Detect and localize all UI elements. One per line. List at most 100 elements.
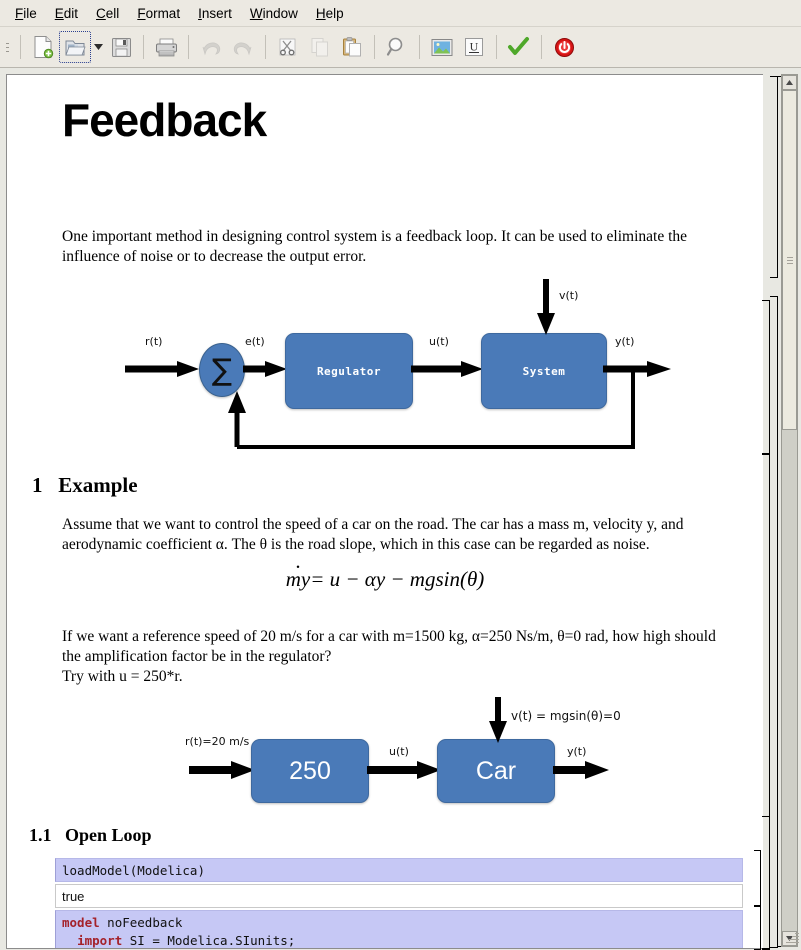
undo-button[interactable] xyxy=(195,31,227,63)
diagram1-arrow-u xyxy=(411,361,483,377)
toolbar-separator xyxy=(541,35,542,59)
copy-icon xyxy=(311,38,328,57)
scrollbar-thumb-grip xyxy=(786,256,793,264)
window-resize-grip[interactable] xyxy=(784,930,799,945)
code-token: import xyxy=(77,933,123,948)
menu-item-cell[interactable]: Cell xyxy=(96,5,120,21)
redo-button[interactable] xyxy=(227,31,259,63)
code-token xyxy=(62,933,77,948)
diagram2-block-250-label: 250 xyxy=(289,756,331,785)
menu-item-format[interactable]: Format xyxy=(137,5,181,21)
diagram1-feedback-path xyxy=(228,369,635,449)
toolbar-separator xyxy=(188,35,189,59)
page-title: Feedback xyxy=(62,94,267,146)
diagram2-arrow-v xyxy=(489,697,507,743)
diagram1-block-system-label: System xyxy=(522,364,566,378)
shutdown-button[interactable] xyxy=(548,31,580,63)
section-1-heading: 1 Example xyxy=(32,473,138,498)
cell-bracket-body[interactable] xyxy=(762,454,770,950)
diagram1-label-v: v(t) xyxy=(559,289,579,302)
diagram1-block-regulator: Regulator xyxy=(285,333,413,409)
section-1-number: 1 xyxy=(32,473,43,497)
search-icon xyxy=(386,37,403,56)
menu-item-help[interactable]: Help xyxy=(315,5,344,21)
insert-image-button[interactable] xyxy=(426,31,458,63)
diagram1-block-system: System xyxy=(481,333,607,409)
diagram1-label-u: u(t) xyxy=(429,335,449,348)
equation-lhs: my xyxy=(286,567,311,592)
svg-text:U: U xyxy=(470,40,479,54)
chevron-down-icon xyxy=(93,44,103,50)
open-loop-block-diagram: r(t)=20 m/s 250 u(t) Car xyxy=(177,693,627,811)
intro-paragraph: One important method in designing contro… xyxy=(62,228,688,265)
new-document-button[interactable] xyxy=(27,31,59,63)
diagram2-block-car-label: Car xyxy=(475,756,517,785)
section-1-paragraph2-line2: the amplification factor be in the regul… xyxy=(62,648,332,665)
print-button[interactable] xyxy=(150,31,182,63)
equation-rhs: = u − αy − mgsin(θ) xyxy=(310,567,485,591)
open-recent-dropdown-button[interactable] xyxy=(91,32,105,62)
cut-button[interactable] xyxy=(272,31,304,63)
section-1-1-heading: 1.1 Open Loop xyxy=(29,825,152,846)
diagram2-label-y: y(t) xyxy=(567,745,587,758)
paste-button[interactable] xyxy=(336,31,368,63)
underline-button[interactable]: U xyxy=(458,31,490,63)
feedback-block-diagram: r(t) ∑ e(t) Regulator xyxy=(117,275,687,465)
menu-item-edit[interactable]: Edit xyxy=(54,5,79,21)
toolbar-separator xyxy=(496,35,497,59)
cell-bracket-openloop-group[interactable] xyxy=(762,816,770,949)
toolbar-separator xyxy=(374,35,375,59)
toolbar-separator xyxy=(20,35,21,59)
diagram1-arrow-e xyxy=(243,361,287,377)
save-button[interactable] xyxy=(105,31,137,63)
toolbar-separator xyxy=(419,35,420,59)
diagram2-arrow-u xyxy=(367,761,441,779)
cut-icon xyxy=(279,38,296,56)
new-document-icon xyxy=(34,36,54,59)
scroll-up-button[interactable] xyxy=(782,75,797,90)
toolbar-separator xyxy=(265,35,266,59)
code-token: SI = Modelica.SIunits; xyxy=(122,933,296,948)
print-icon xyxy=(155,38,177,56)
toolbar-drag-handle[interactable] xyxy=(4,35,11,59)
toolbar-separator xyxy=(143,35,144,59)
diagram1-block-regulator-label: Regulator xyxy=(316,364,382,378)
diagram1-arrow-r xyxy=(125,361,199,377)
diagram2-block-250: 250 xyxy=(251,739,369,803)
diagram2-arrow-y xyxy=(553,761,609,779)
scroll-up-icon xyxy=(786,80,793,85)
evaluate-check-icon xyxy=(508,37,529,55)
underline-icon: U xyxy=(465,38,483,56)
open-folder-button[interactable] xyxy=(59,31,91,63)
menu-item-insert[interactable]: Insert xyxy=(198,5,232,21)
section-1-paragraph2-line3: Try with u = 250*r. xyxy=(62,668,183,685)
cell-bracket-title[interactable] xyxy=(770,76,778,278)
paste-icon xyxy=(343,37,361,57)
summing-junction: ∑ xyxy=(199,343,245,397)
notebook-content: Feedback One important method in designi… xyxy=(7,75,763,948)
redo-icon xyxy=(233,42,252,56)
equation-car-dynamics: my= u − αy − mgsin(θ) xyxy=(7,567,763,592)
cell-bracket-example-group[interactable] xyxy=(770,296,778,948)
input-cell-nofeedback-model[interactable]: model noFeedback import SI = Modelica.SI… xyxy=(55,910,743,948)
menu-item-window[interactable]: Window xyxy=(249,5,298,21)
diagram2-block-car: Car xyxy=(437,739,555,803)
undo-icon xyxy=(202,42,221,56)
cell-bracket-intro[interactable] xyxy=(762,300,770,454)
notebook-page: Feedback One important method in designi… xyxy=(6,74,763,949)
menu-item-file[interactable]: File xyxy=(15,5,37,21)
copy-button[interactable] xyxy=(304,31,336,63)
scrollbar-thumb[interactable] xyxy=(782,90,797,430)
shutdown-power-icon xyxy=(554,37,574,57)
search-button[interactable] xyxy=(381,31,413,63)
diagram2-label-r: r(t)=20 m/s xyxy=(185,735,250,748)
evaluate-button[interactable] xyxy=(503,31,535,63)
vertical-scrollbar[interactable] xyxy=(781,74,798,947)
document-area: Feedback One important method in designi… xyxy=(0,68,801,950)
image-icon xyxy=(431,38,453,56)
output-cell-true[interactable]: true xyxy=(55,884,743,908)
section-1-paragraph2-line1: If we want a reference speed of 20 m/s f… xyxy=(62,628,716,645)
open-folder-icon xyxy=(65,40,86,56)
input-cell-loadmodel[interactable]: loadModel(Modelica) xyxy=(55,858,743,882)
section-1-1-number: 1.1 xyxy=(29,825,52,845)
